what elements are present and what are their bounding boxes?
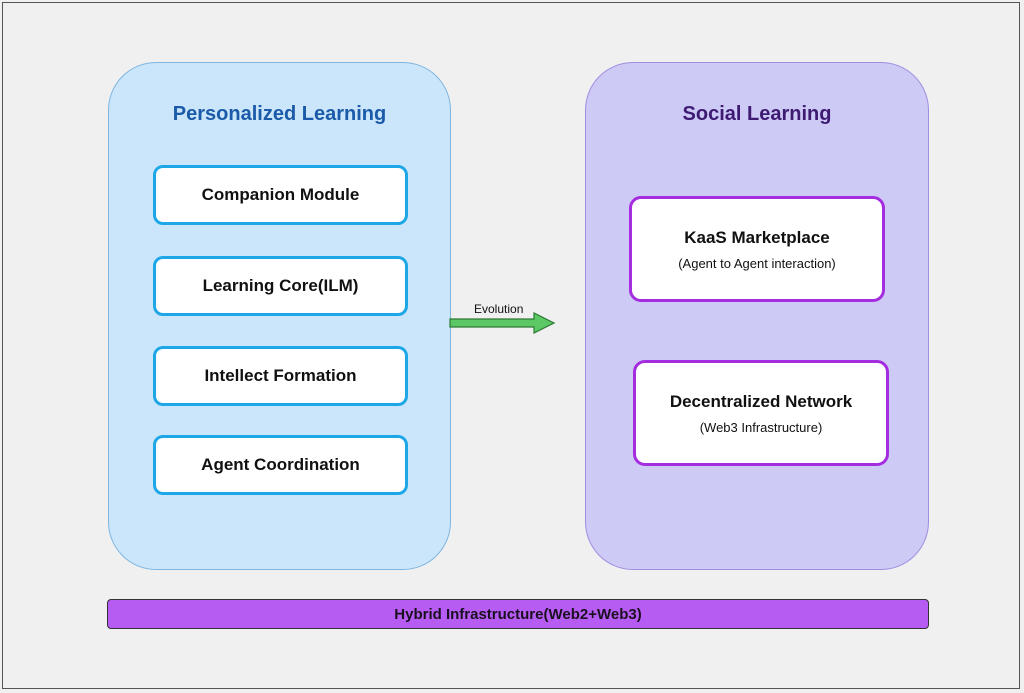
decentralized-network-sublabel: (Web3 Infrastructure) bbox=[699, 419, 823, 435]
evolution-arrow-icon bbox=[449, 312, 556, 334]
intellect-formation-box: Intellect Formation bbox=[153, 346, 408, 406]
kaas-marketplace-box: KaaS Marketplace (Agent to Agent interac… bbox=[629, 196, 885, 302]
kaas-marketplace-label: KaaS Marketplace bbox=[684, 227, 830, 247]
personalized-learning-panel: Personalized Learning Companion Module L… bbox=[108, 62, 451, 570]
social-learning-title: Social Learning bbox=[682, 103, 832, 125]
social-learning-panel: Social Learning KaaS Marketplace (Agent … bbox=[585, 62, 929, 570]
companion-module-box: Companion Module bbox=[153, 165, 408, 225]
personalized-learning-title: Personalized Learning bbox=[172, 103, 387, 125]
kaas-marketplace-sublabel: (Agent to Agent interaction) bbox=[678, 255, 836, 271]
evolution-label: Evolution bbox=[474, 302, 524, 316]
hybrid-infrastructure-bar: Hybrid Infrastructure(Web2+Web3) bbox=[107, 599, 929, 629]
agent-coordination-box: Agent Coordination bbox=[153, 435, 408, 495]
learning-core-box: Learning Core(ILM) bbox=[153, 256, 408, 316]
decentralized-network-box: Decentralized Network (Web3 Infrastructu… bbox=[633, 360, 889, 466]
decentralized-network-label: Decentralized Network bbox=[669, 391, 853, 411]
